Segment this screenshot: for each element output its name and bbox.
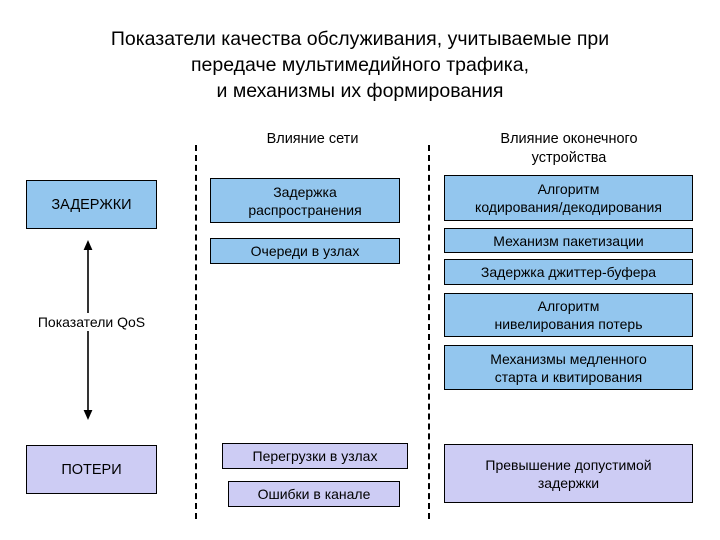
network-delay-item-node-queues: Очереди в узлах	[210, 238, 400, 264]
network-loss-item-channel-errors: Ошибки в канале	[228, 481, 400, 507]
page-title: Показатели качества обслуживания, учитыв…	[110, 28, 610, 102]
qos-indicator-delays-box: ЗАДЕРЖКИ	[26, 180, 157, 229]
column-header-network: Влияние сети	[266, 131, 359, 147]
terminal-delay-item-loss-concealment: Алгоритм нивелирования потерь	[444, 293, 693, 337]
column-divider-right	[428, 145, 430, 519]
terminal-delay-item-jitter-buffer: Задержка джиттер-буфера	[444, 259, 693, 285]
network-delay-item-propagation: Задержка распространения	[210, 178, 400, 223]
column-divider-left	[195, 145, 197, 519]
terminal-loss-item-delay-exceeded: Превышение допустимой задержки	[444, 444, 693, 503]
terminal-delay-item-packetization: Механизм пакетизации	[444, 228, 693, 253]
terminal-delay-item-codec-algorithm: Алгоритм кодирования/декодирования	[444, 175, 693, 221]
qos-indicators-label: Показатели QoS	[8, 313, 175, 331]
column-header-terminal-device: Влияние оконечного устройства	[500, 131, 638, 166]
terminal-delay-item-slow-start: Механизмы медленного старта и квитирован…	[444, 345, 693, 390]
qos-indicator-losses-box: ПОТЕРИ	[26, 445, 157, 494]
network-loss-item-node-congestion: Перегрузки в узлах	[222, 443, 408, 469]
